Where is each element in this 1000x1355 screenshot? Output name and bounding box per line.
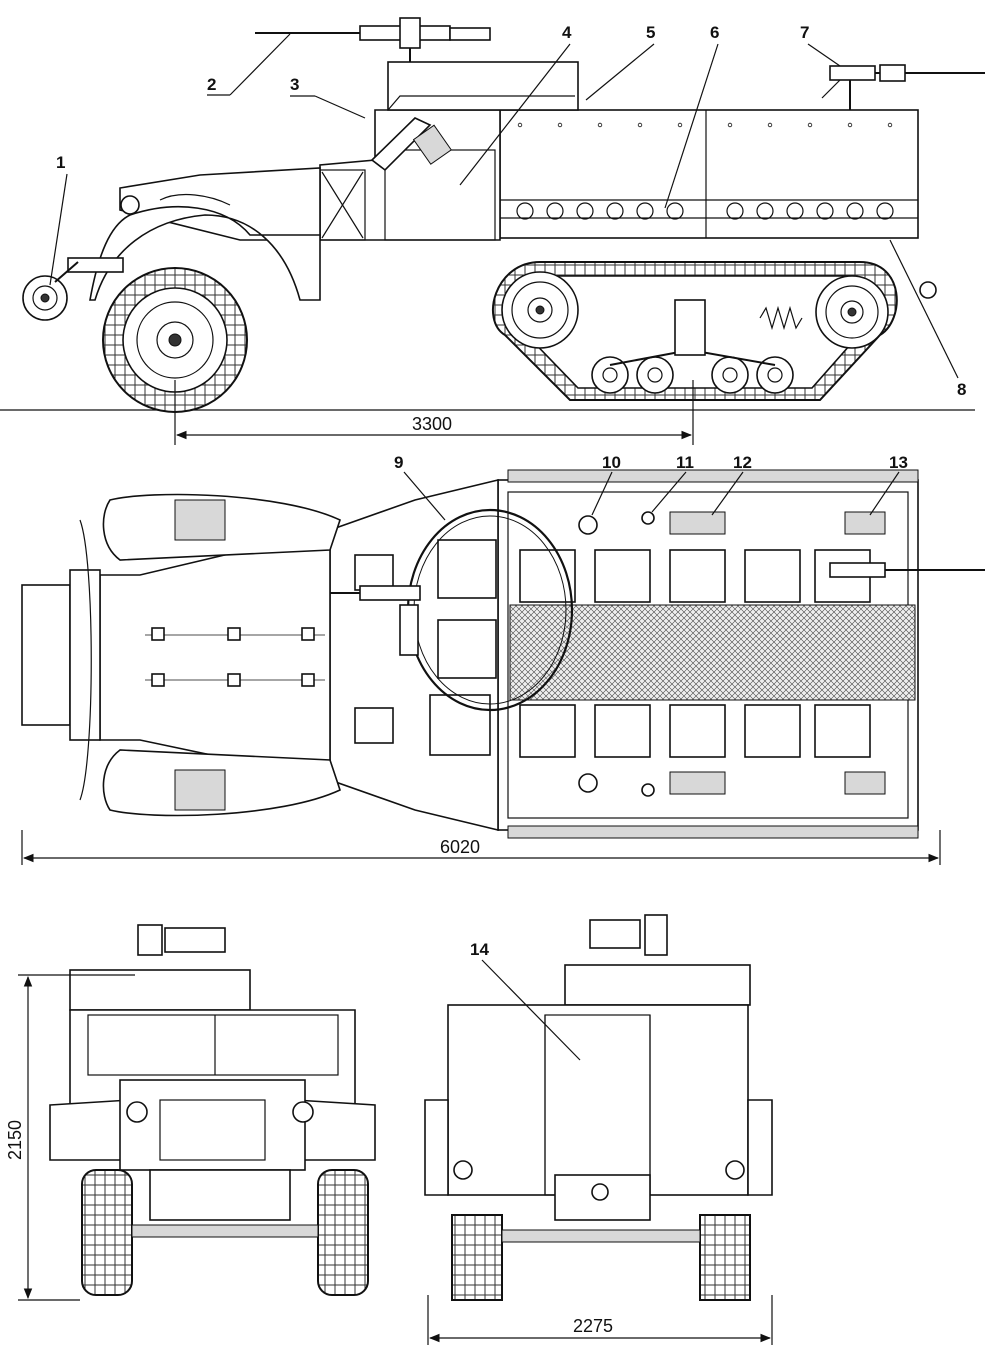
callout-6: 6: [710, 23, 719, 42]
side-view: [0, 17, 985, 413]
callout-12: 12: [733, 453, 752, 472]
front-view: [49, 924, 376, 1296]
callout-2: 2: [207, 75, 216, 94]
side-view-callouts: 1 2 3 4 5 6 7 8: [49, 23, 966, 399]
top-view-callouts: 9 10 11 12 13: [394, 453, 908, 521]
callout-14: 14: [470, 940, 489, 959]
rear-view-callouts: 14: [470, 940, 581, 1061]
top-view: [21, 469, 985, 839]
callout-1: 1: [56, 153, 65, 172]
rear-machine-gun: [821, 64, 985, 110]
seats-upper-row: [519, 549, 871, 603]
track-assembly: [491, 261, 898, 401]
cab-machine-gun: [255, 17, 491, 62]
callout-13: 13: [889, 453, 908, 472]
dimension-wheelbase: 3300: [174, 380, 694, 445]
dimension-track-width: 2275: [427, 1295, 773, 1345]
callout-4: 4: [562, 23, 572, 42]
stowage-rack: [516, 202, 894, 220]
seats-lower-row: [519, 704, 871, 758]
front-wheel: [102, 267, 248, 413]
callout-8: 8: [957, 380, 966, 399]
hood-latches: [151, 627, 315, 687]
track-width-label: 2275: [573, 1316, 613, 1336]
callout-10: 10: [602, 453, 621, 472]
callout-7: 7: [800, 23, 809, 42]
callout-5: 5: [646, 23, 655, 42]
dimension-height: 2150: [5, 974, 135, 1301]
callout-9: 9: [394, 453, 403, 472]
callout-11: 11: [676, 453, 694, 472]
callout-3: 3: [290, 75, 299, 94]
length-label: 6020: [440, 837, 480, 857]
dimension-length: 6020: [21, 830, 941, 865]
rear-view: [424, 914, 773, 1301]
wheelbase-label: 3300: [412, 414, 452, 434]
height-label: 2150: [5, 1120, 25, 1160]
